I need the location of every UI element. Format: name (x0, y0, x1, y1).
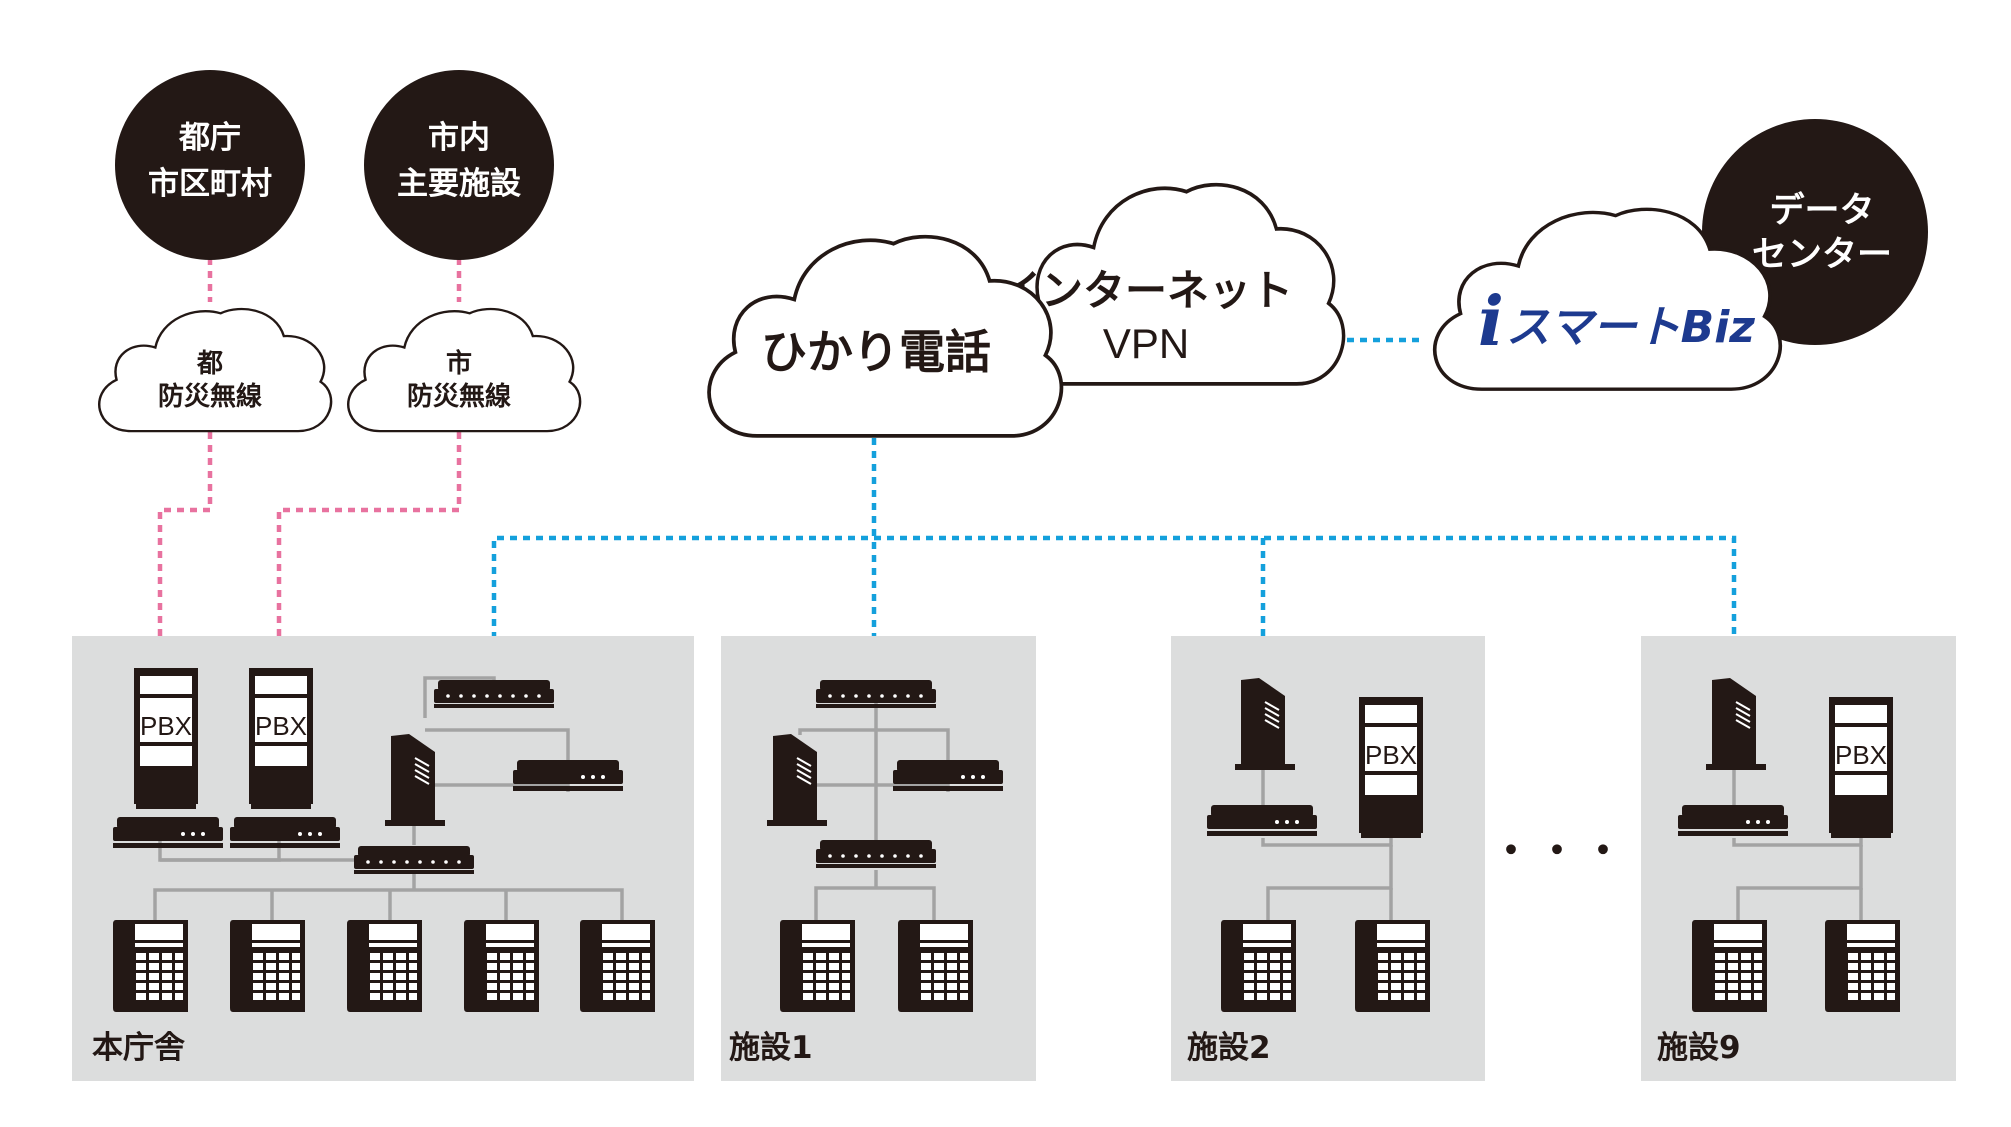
cloud-shi-bousai: 市 防災無線 (347, 307, 582, 433)
cloud-internet-vpn: インターネット VPN (999, 182, 1346, 386)
pbx-icon: PBX (249, 668, 313, 809)
radio-link-to-pbx1 (157, 432, 213, 668)
pbx-label: PBX (1835, 740, 1887, 770)
circle-tocho-line1: 都庁 (178, 120, 241, 156)
desk-phone-icon (898, 920, 973, 1012)
cloud-to-bousai: 都 防災無線 (98, 307, 333, 433)
desk-phone-icon (113, 920, 188, 1012)
router-icon (1678, 805, 1788, 836)
pbx-icon: PBX (1829, 697, 1893, 838)
circle-shinai-line2: 主要施設 (397, 166, 521, 202)
site-shisetsu1-label: 施設1 (729, 1030, 813, 1066)
radio-link-to-pbx2 (276, 432, 462, 668)
router-icon (513, 760, 623, 791)
site-honchosha-label: 本庁舎 (92, 1030, 185, 1066)
pbx-label: PBX (140, 711, 192, 741)
router-icon (113, 817, 223, 848)
ip-link-backbone (491, 535, 1737, 678)
site-shisetsu9: PBX 施設9 (1641, 636, 1956, 1081)
desk-phone-icon (1355, 920, 1430, 1012)
pbx-icon: PBX (134, 668, 198, 809)
router-icon (893, 760, 1003, 791)
cloud-hikari: ひかり電話 (707, 234, 1064, 438)
desk-phone-icon (464, 920, 539, 1012)
pbx-icon: PBX (1359, 697, 1423, 838)
circle-datacenter-line1: データ (1769, 190, 1874, 231)
cloud-shi-bousai-line1: 市 (446, 348, 472, 379)
site-shisetsu2-label: 施設2 (1187, 1030, 1271, 1066)
pbx-label: PBX (255, 711, 307, 741)
cloud-to-bousai-line2: 防災無線 (158, 381, 262, 412)
cloud-hikari-label: ひかり電話 (761, 325, 991, 379)
site-shisetsu1: 施設1 (721, 636, 1036, 1081)
desk-phone-icon (780, 920, 855, 1012)
ismart-logo-text: スマートBiz (1506, 302, 1755, 353)
desk-phone-icon (347, 920, 422, 1012)
circle-shinai-line1: 市内 (428, 120, 490, 156)
desk-phone-icon (1692, 920, 1767, 1012)
ismart-biz-logo: i スマートBiz (1478, 282, 1755, 362)
router-icon (230, 817, 340, 848)
desk-phone-icon (1221, 920, 1296, 1012)
site-honchosha: PBX PBX 本庁舎 (72, 636, 694, 1081)
ismart-logo-i: i (1478, 282, 1504, 362)
site-shisetsu2: PBX 施設2 (1171, 636, 1485, 1081)
router-icon (1207, 805, 1317, 836)
cloud-internet-vpn-line2: VPN (1103, 320, 1189, 367)
more-sites-ellipsis: ・・・ (1491, 828, 1629, 874)
cloud-to-bousai-line1: 都 (196, 349, 223, 379)
desk-phone-icon (580, 920, 655, 1012)
desk-phone-icon (230, 920, 305, 1012)
circle-datacenter-line2: センター (1752, 235, 1892, 275)
circle-tocho: 都庁 市区町村 (115, 70, 305, 260)
pbx-label: PBX (1365, 740, 1417, 770)
circle-tocho-line2: 市区町村 (148, 166, 272, 202)
cloud-ismart-biz: i スマートBiz (1432, 207, 1783, 392)
site-shisetsu9-label: 施設9 (1657, 1030, 1741, 1066)
connections (157, 258, 1737, 680)
circle-shinai: 市内 主要施設 (364, 70, 554, 260)
desk-phone-icon (1825, 920, 1900, 1012)
cloud-shi-bousai-line2: 防災無線 (407, 381, 511, 412)
cloud-internet-vpn-line1: インターネット (999, 266, 1293, 315)
